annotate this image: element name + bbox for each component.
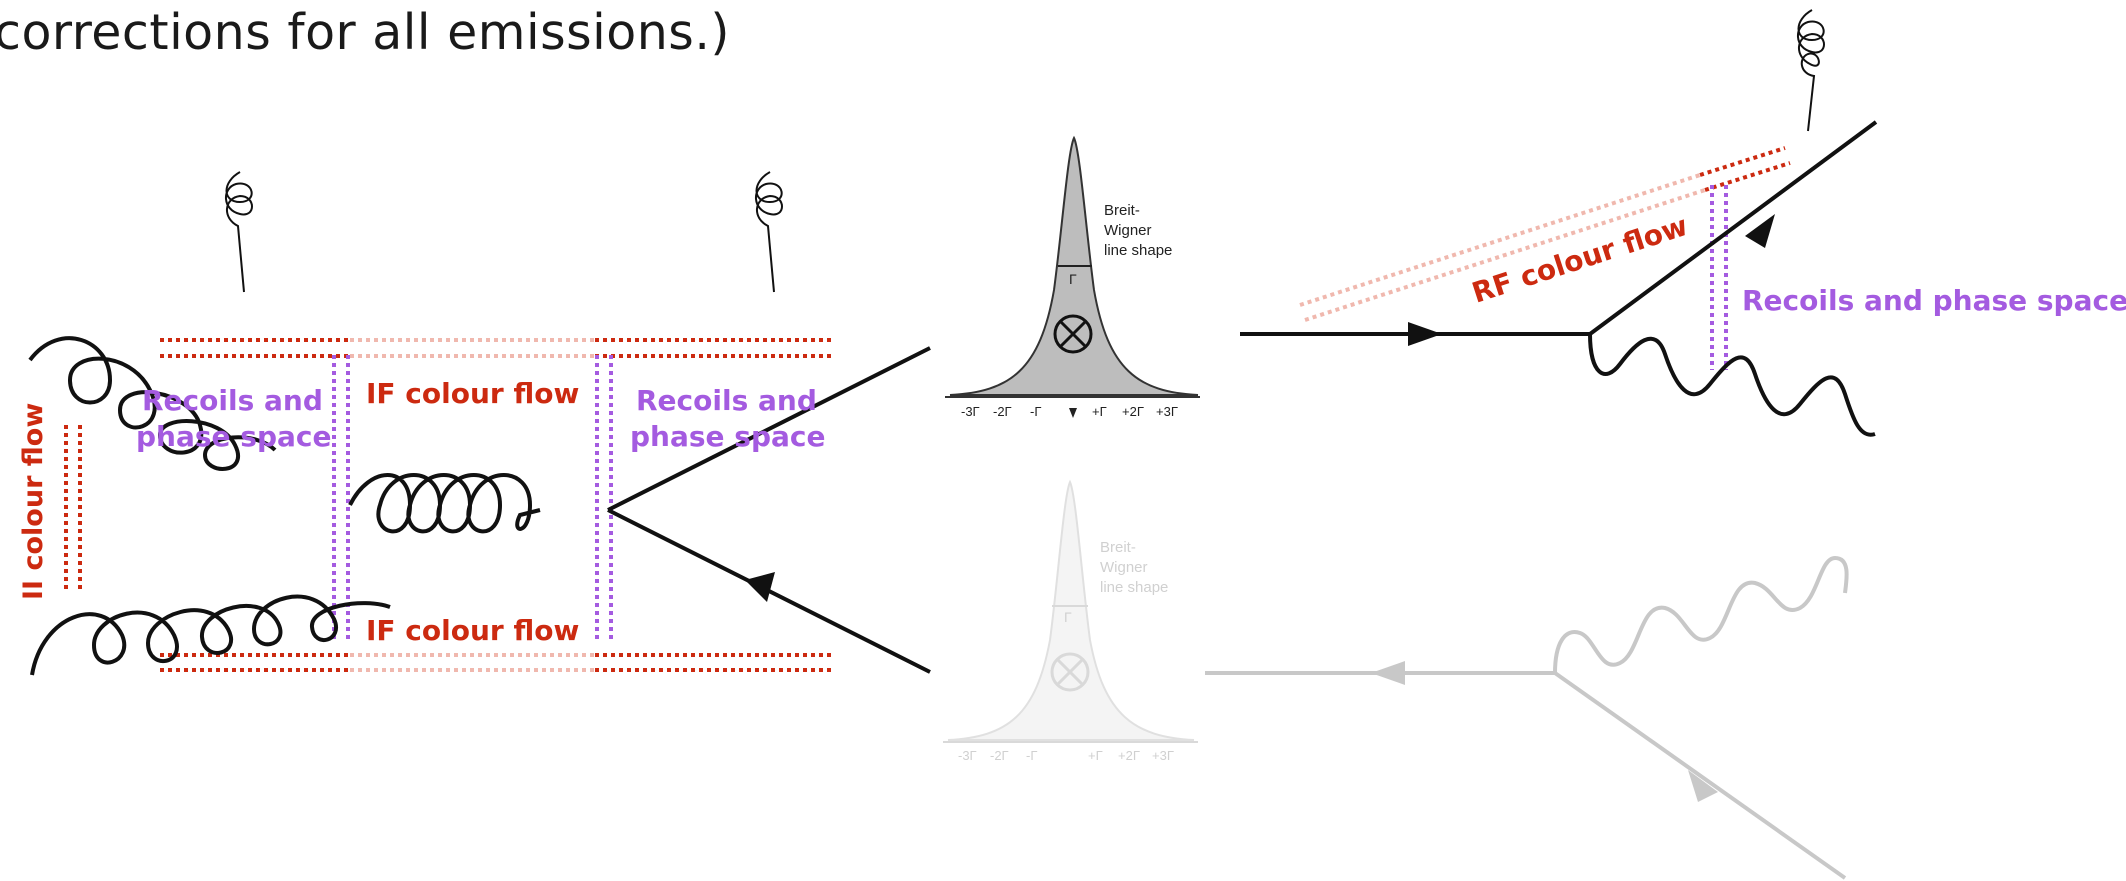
right-bottom-diagram [1205,555,1849,880]
label-if-colour-flow-bottom: IF colour flow [366,614,579,647]
incoming-gluon-top [28,336,277,471]
bw-ticks: -3Γ -2Γ -Γ +Γ +2Γ +3Γ [961,404,1178,419]
bw-faded-label-2: Wigner [1100,559,1148,576]
label-recoils-mid-2: phase space [630,420,825,453]
bw-faded-label-1: Breit- [1100,539,1136,556]
label-recoils-left-1: Recoils and [142,384,323,417]
tick-label: -3Γ [961,404,980,419]
emitted-gluon-left [225,171,253,293]
label-recoils-right: Recoils and phase space [1742,284,2126,317]
tick-label: -Γ [1026,748,1038,763]
otimes-icon [1053,314,1093,354]
breit-wigner-peak-faded [947,479,1195,741]
breit-wigner-bottom: Γ Breit- Wigner line shape -3Γ -2Γ -Γ +Γ… [943,479,1198,763]
label-rf-colour-flow: RF colour flow [1468,209,1692,310]
header-text: corrections for all emissions.) [0,4,731,61]
gamma-symbol: Γ [1069,271,1077,287]
emitted-gluon-middle [755,171,783,293]
faded-arrow-2-icon [1688,770,1718,802]
breit-wigner-top: Γ Breit- Wigner line shape -3Γ -2Γ -Γ +Γ… [945,135,1200,419]
tick-label: +Γ [1088,748,1103,763]
colour-flow-top-line [160,338,835,358]
label-recoils-left-2: phase space [136,420,331,453]
tick-label: +2Γ [1118,748,1140,763]
left-diagram: II colour flow Recoils and phase space I… [18,171,931,676]
faded-arrow-icon [1371,661,1405,685]
bw-faded-ticks: -3Γ -2Γ -Γ +Γ +2Γ +3Γ [958,748,1174,763]
peak-marker-arrow-icon [1069,408,1077,418]
gamma-symbol-faded: Γ [1064,609,1072,625]
label-if-colour-flow-top: IF colour flow [366,377,579,410]
colour-flow-bottom-line [160,653,835,672]
rf-incoming-arrow-icon [1408,322,1442,346]
faded-photon-wavy [1553,555,1849,674]
rf-outgoing-line [1588,120,1878,336]
tick-label: +3Γ [1152,748,1174,763]
rf-photon-wavy [1588,333,1876,437]
tick-label: -2Γ [993,404,1012,419]
tick-label: -3Γ [958,748,977,763]
otimes-icon-faded [1050,652,1090,692]
label-ii-colour-flow: II colour flow [18,403,49,600]
outgoing-quark-top [607,346,931,512]
tick-label: +2Γ [1122,404,1144,419]
tick-label: -Γ [1030,404,1042,419]
tick-label: +3Γ [1156,404,1178,419]
bw-label-3: line shape [1104,242,1172,259]
bw-label-1: Breit- [1104,202,1140,219]
quark-arrow-icon [745,572,775,602]
right-top-diagram: RF colour flow Recoils and phase space [1240,9,2126,437]
internal-gluon [348,473,541,534]
rf-emitted-gluon [1797,9,1825,132]
faded-outgoing-line [1553,671,1847,880]
bw-label-2: Wigner [1104,222,1152,239]
recoil-line-left [332,355,350,640]
recoil-line-middle [595,355,613,640]
incoming-gluon-bottom [30,594,391,676]
tick-label: +Γ [1092,404,1107,419]
label-recoils-mid-1: Recoils and [636,384,817,417]
rf-outgoing-arrow-icon [1745,214,1775,248]
ii-colour-flow-line [64,425,82,590]
tick-label: -2Γ [990,748,1009,763]
bw-faded-label-3: line shape [1100,579,1168,596]
